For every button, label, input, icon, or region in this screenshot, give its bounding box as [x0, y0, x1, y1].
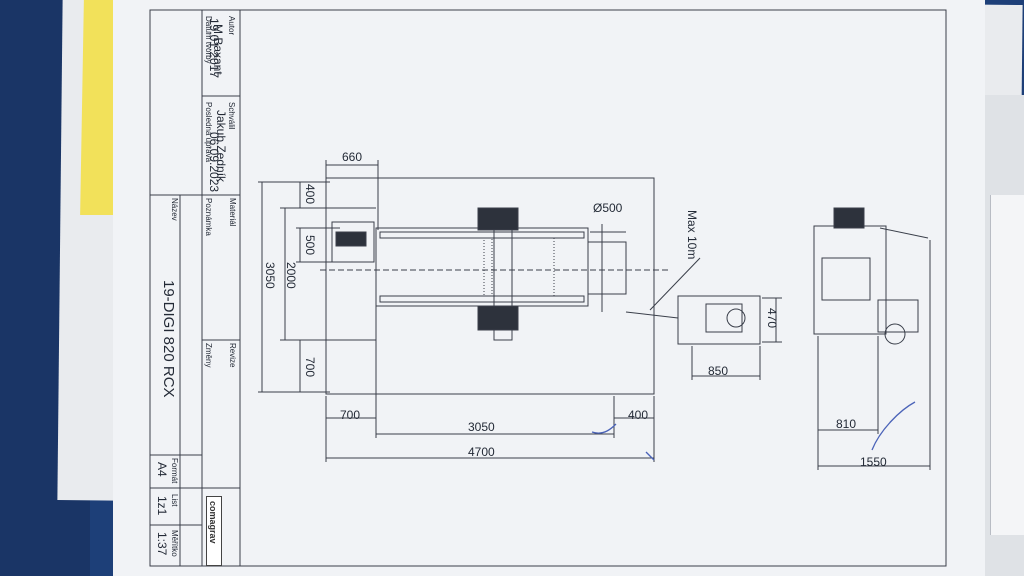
dim-diameter-500: Ø500	[593, 201, 623, 215]
dim-max-hose: Max 10m	[685, 210, 699, 260]
revision-label: Revize	[228, 343, 237, 368]
material-label: Materiál	[228, 198, 237, 227]
side-view	[813, 225, 887, 335]
scale-value: 1:37	[155, 532, 169, 556]
sheet-border	[149, 9, 947, 567]
changes-label: Změny	[204, 343, 213, 368]
revised-by-label: Schválil	[227, 102, 236, 130]
logo-text: comagrav	[208, 501, 218, 544]
dim-blower-850: 850	[708, 364, 729, 378]
drawing-sheet	[113, 0, 985, 576]
dim-left-2000: 2000	[284, 262, 298, 289]
format-label: Formát	[170, 458, 179, 484]
dim-side-1550: 1550	[860, 455, 887, 469]
scale-label: Měřítko	[170, 530, 179, 557]
machine-table	[375, 227, 589, 307]
dim-660: 660	[342, 150, 363, 164]
revised-date: 06.09.2023	[207, 132, 221, 193]
dim-bottom-4700: 4700	[468, 445, 495, 459]
dim-bottom-700: 700	[340, 408, 361, 422]
blower-unit	[677, 295, 761, 345]
dim-left-500: 500	[303, 235, 317, 256]
sheet-label: List	[170, 494, 179, 507]
dim-bottom-3050: 3050	[468, 420, 495, 434]
control-panel	[331, 221, 375, 263]
info-label: Poznámka	[204, 198, 213, 236]
format-value: A4	[155, 462, 169, 477]
dim-left-3050: 3050	[263, 262, 277, 289]
dim-side-810: 810	[836, 417, 857, 431]
dim-bottom-400: 400	[628, 408, 649, 422]
author-label: Autor	[227, 16, 236, 36]
dim-blower-470: 470	[765, 308, 779, 329]
adjacent-sheet	[990, 195, 1024, 535]
dim-left-400: 400	[303, 184, 317, 205]
drawing-title: 19-DIGI 820 RCX	[160, 280, 177, 398]
created-date: 19.01.2017	[207, 18, 221, 79]
sheet-value: 1z1	[155, 496, 169, 516]
name-label: Název	[170, 198, 179, 221]
company-logo: comagrav	[206, 496, 222, 566]
dim-left-700: 700	[303, 357, 317, 378]
roll-unit	[587, 241, 627, 295]
machine-footprint	[325, 177, 655, 395]
